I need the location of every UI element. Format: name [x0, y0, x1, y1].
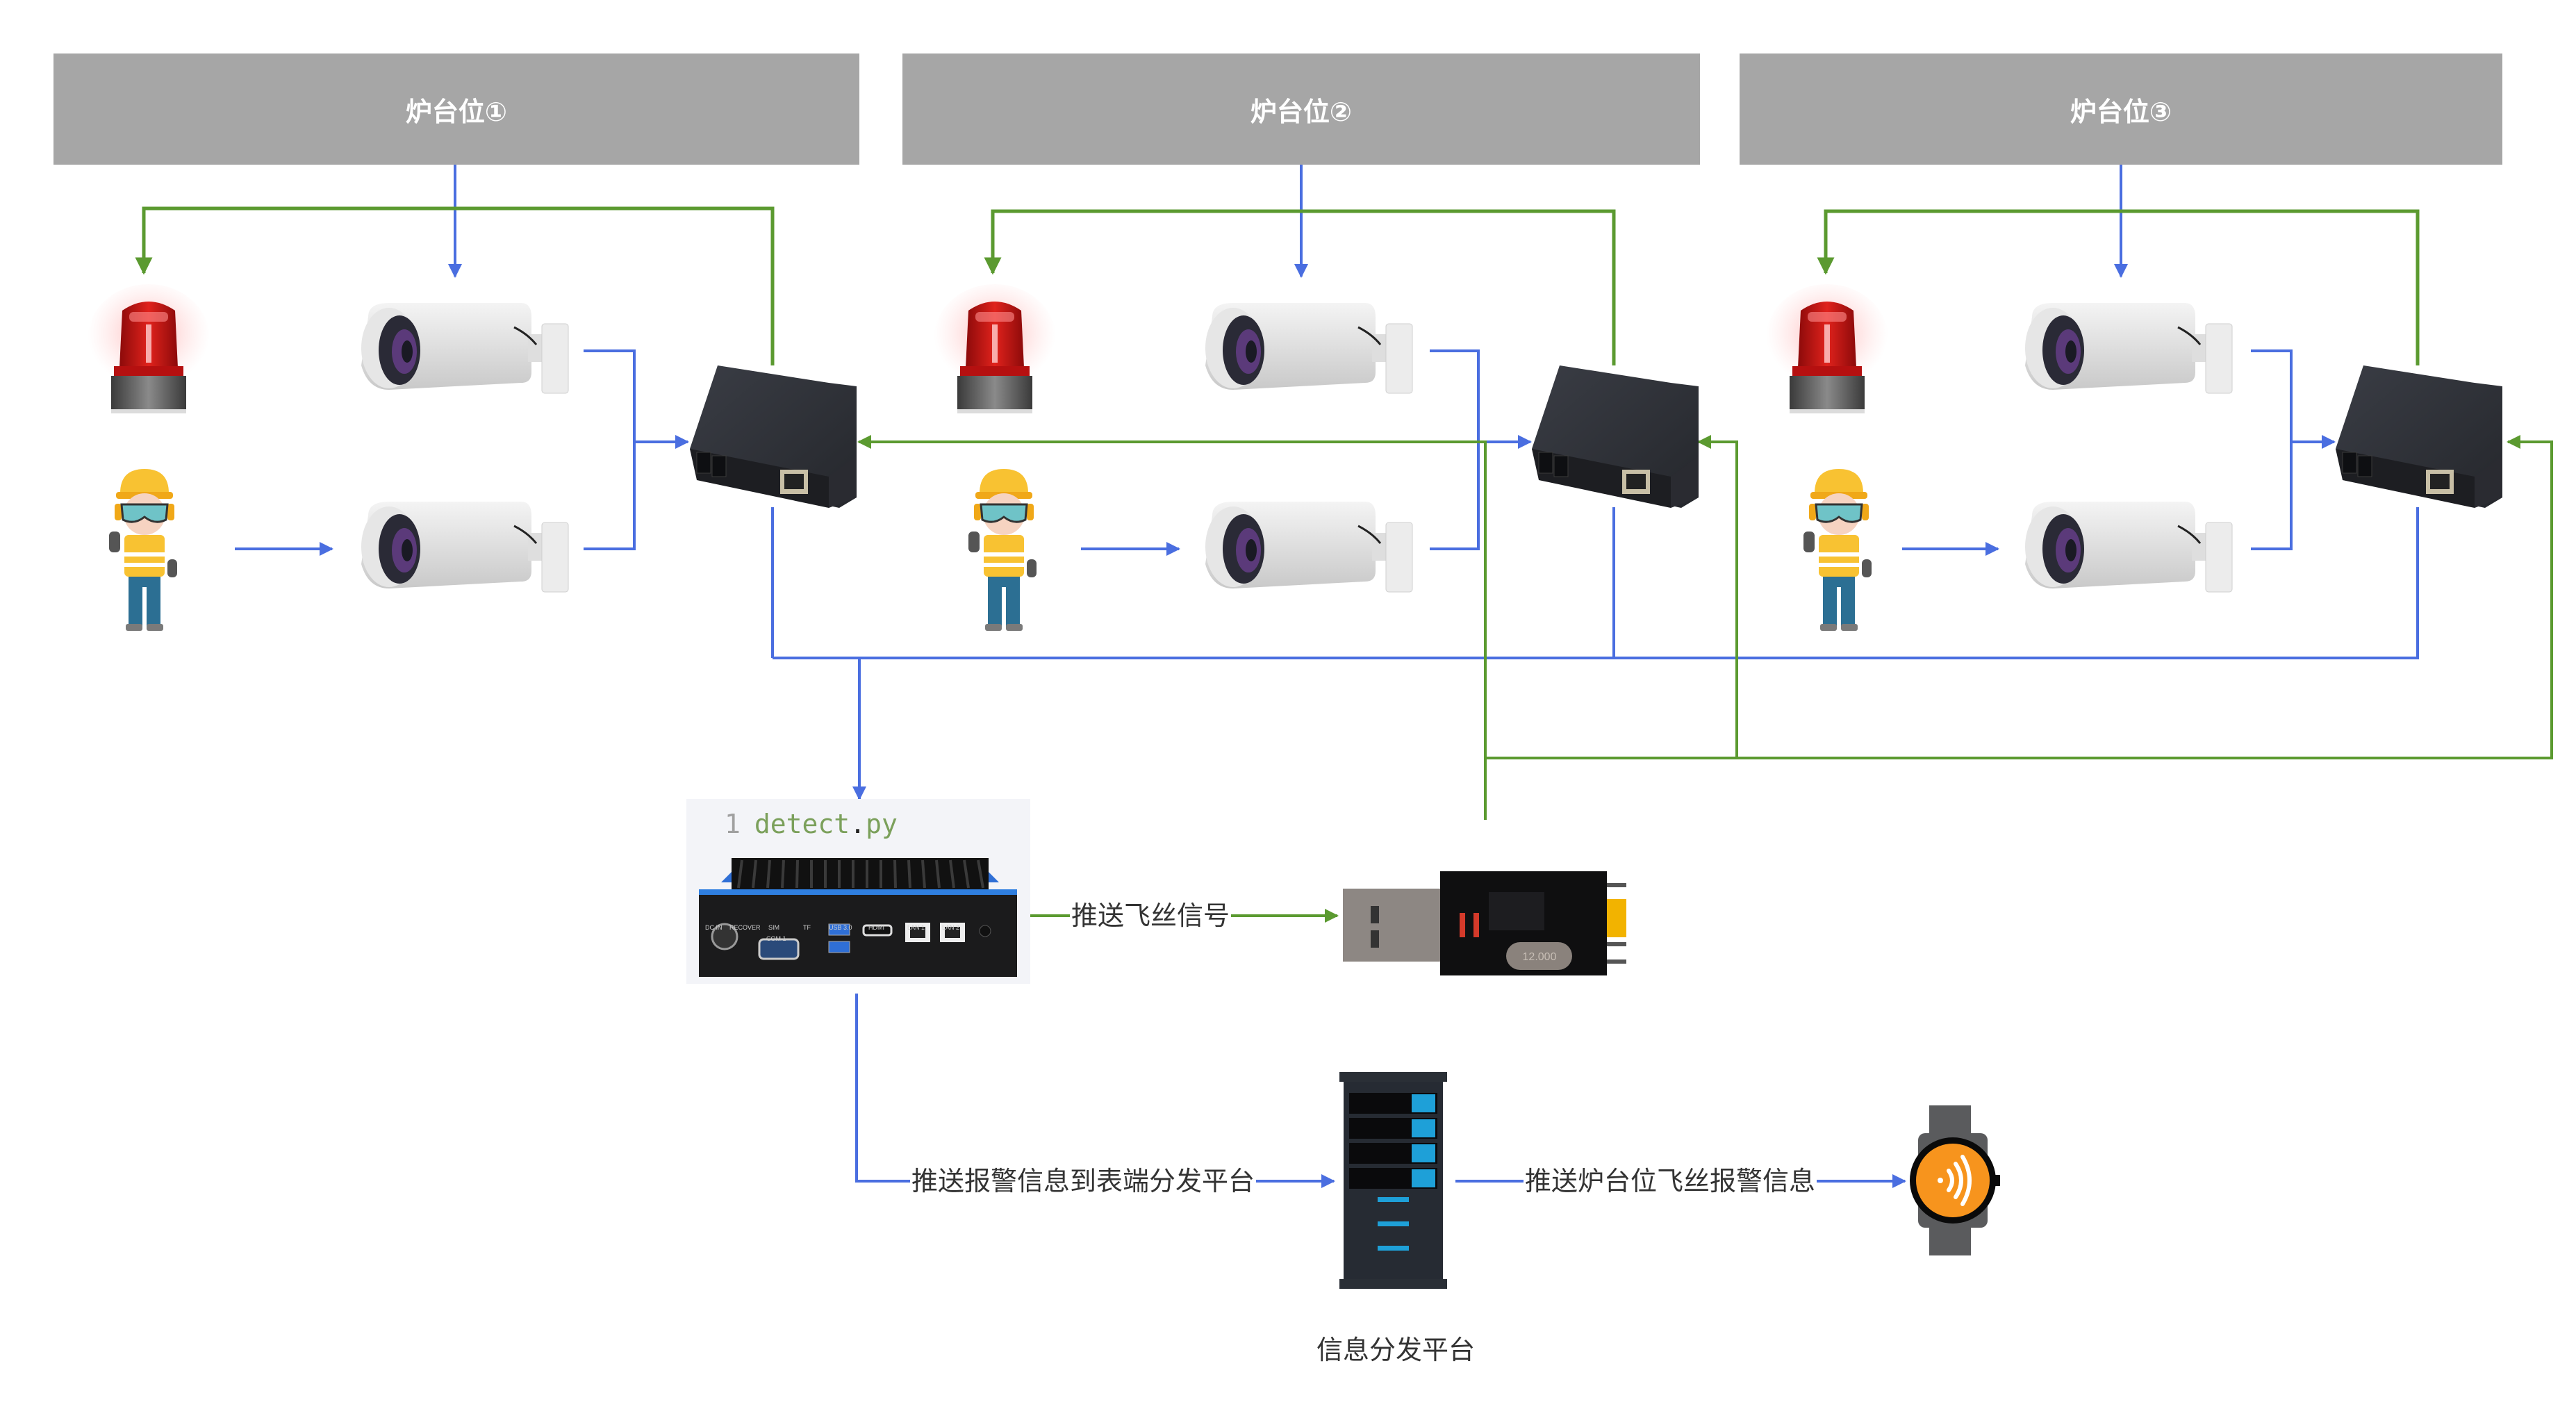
industrial-pc-icon: [699, 858, 1017, 977]
edge-label-server-to-watch: 推送炉台位飞丝报警信息: [1524, 1165, 1817, 1197]
station-3-worker-icon: [1794, 466, 1884, 632]
server-caption: 信息分发平台: [1316, 1335, 1476, 1365]
computer-to-server-line: [855, 994, 1335, 1188]
camera1-top-to-converter-line: [584, 349, 636, 550]
station-1-alarm-light-icon: [86, 283, 211, 415]
code-filename: detect: [754, 809, 850, 839]
port-label-dc-in: DC IN: [705, 924, 723, 931]
station-3-media-converter-icon: [2336, 365, 2502, 508]
port-label-usb: USB 3.0: [829, 924, 852, 931]
station-2-worker-icon: [959, 466, 1049, 632]
station-3-alarm-light-icon: [1765, 283, 1890, 415]
station-2-camera-bottom-icon: [1184, 495, 1414, 599]
station-3-wires: [773, 165, 2420, 659]
converter3-to-alarm-line: [1817, 209, 2420, 365]
station-1-wires: [135, 165, 775, 658]
code-line-number: 1: [725, 809, 741, 839]
edge-label-computer-to-server: 推送报警信息到表端分发平台: [910, 1165, 1257, 1197]
usb-ttl-adapter-icon: 12.000: [1343, 871, 1626, 975]
station-2-title: 炉台位②: [1250, 96, 1353, 127]
station-2-header: 炉台位②: [902, 53, 1700, 165]
station-3-camera-top-icon: [2004, 296, 2234, 400]
crystal-label: 12.000: [1523, 951, 1557, 963]
station-1-camera-bottom-icon: [340, 495, 570, 599]
code-dot: .: [850, 809, 866, 839]
port-label-tf: TF: [803, 924, 811, 931]
usb-feedback-bus-line: [1485, 435, 2553, 759]
usb-feedback-trunk-line: [857, 435, 1487, 820]
smartwatch-icon: [1910, 1105, 2000, 1255]
usb-feedback-station2-line: [1697, 435, 1738, 758]
port-label-hdmi: HDMI: [868, 924, 884, 931]
station-2-media-converter-icon: [1532, 365, 1699, 508]
station-1-header: 炉台位①: [53, 53, 859, 165]
camera3-top-to-converter-line: [2251, 349, 2293, 550]
port-label-sim: SIM: [768, 924, 780, 931]
port-label-recover: RECOVER: [729, 924, 761, 931]
port-label-com1: COM 1: [766, 935, 786, 942]
port-label-lan2: LAN 2: [942, 924, 960, 931]
station-3-title: 炉台位③: [2070, 96, 2172, 127]
code-extension: py: [866, 809, 898, 839]
server-rack-icon: [1339, 1072, 1447, 1289]
station-2-camera-top-icon: [1184, 296, 1414, 400]
station-1-title: 炉台位①: [405, 96, 508, 127]
converter3-to-bus-line: [773, 507, 2419, 659]
station-3-header: 炉台位③: [1740, 53, 2502, 165]
port-label-lan1: LAN 1: [907, 924, 925, 931]
station-2-wires: [984, 165, 1616, 658]
station-1-camera-top-icon: [340, 296, 570, 400]
station-1-worker-icon: [99, 466, 190, 632]
camera2-top-to-converter-line: [1430, 349, 1480, 550]
station-1-media-converter-icon: [690, 365, 857, 508]
nfc-signal-icon: [1938, 1155, 1972, 1206]
code-snippet: 1 detect.py: [725, 809, 898, 839]
edge-label-computer-to-usb: 推送飞丝信号: [1070, 900, 1232, 932]
station-2-alarm-light-icon: [932, 283, 1057, 415]
station-3-camera-bottom-icon: [2004, 495, 2234, 599]
converter1-to-alarm-line: [135, 206, 775, 365]
converter2-to-alarm-line: [984, 209, 1616, 365]
